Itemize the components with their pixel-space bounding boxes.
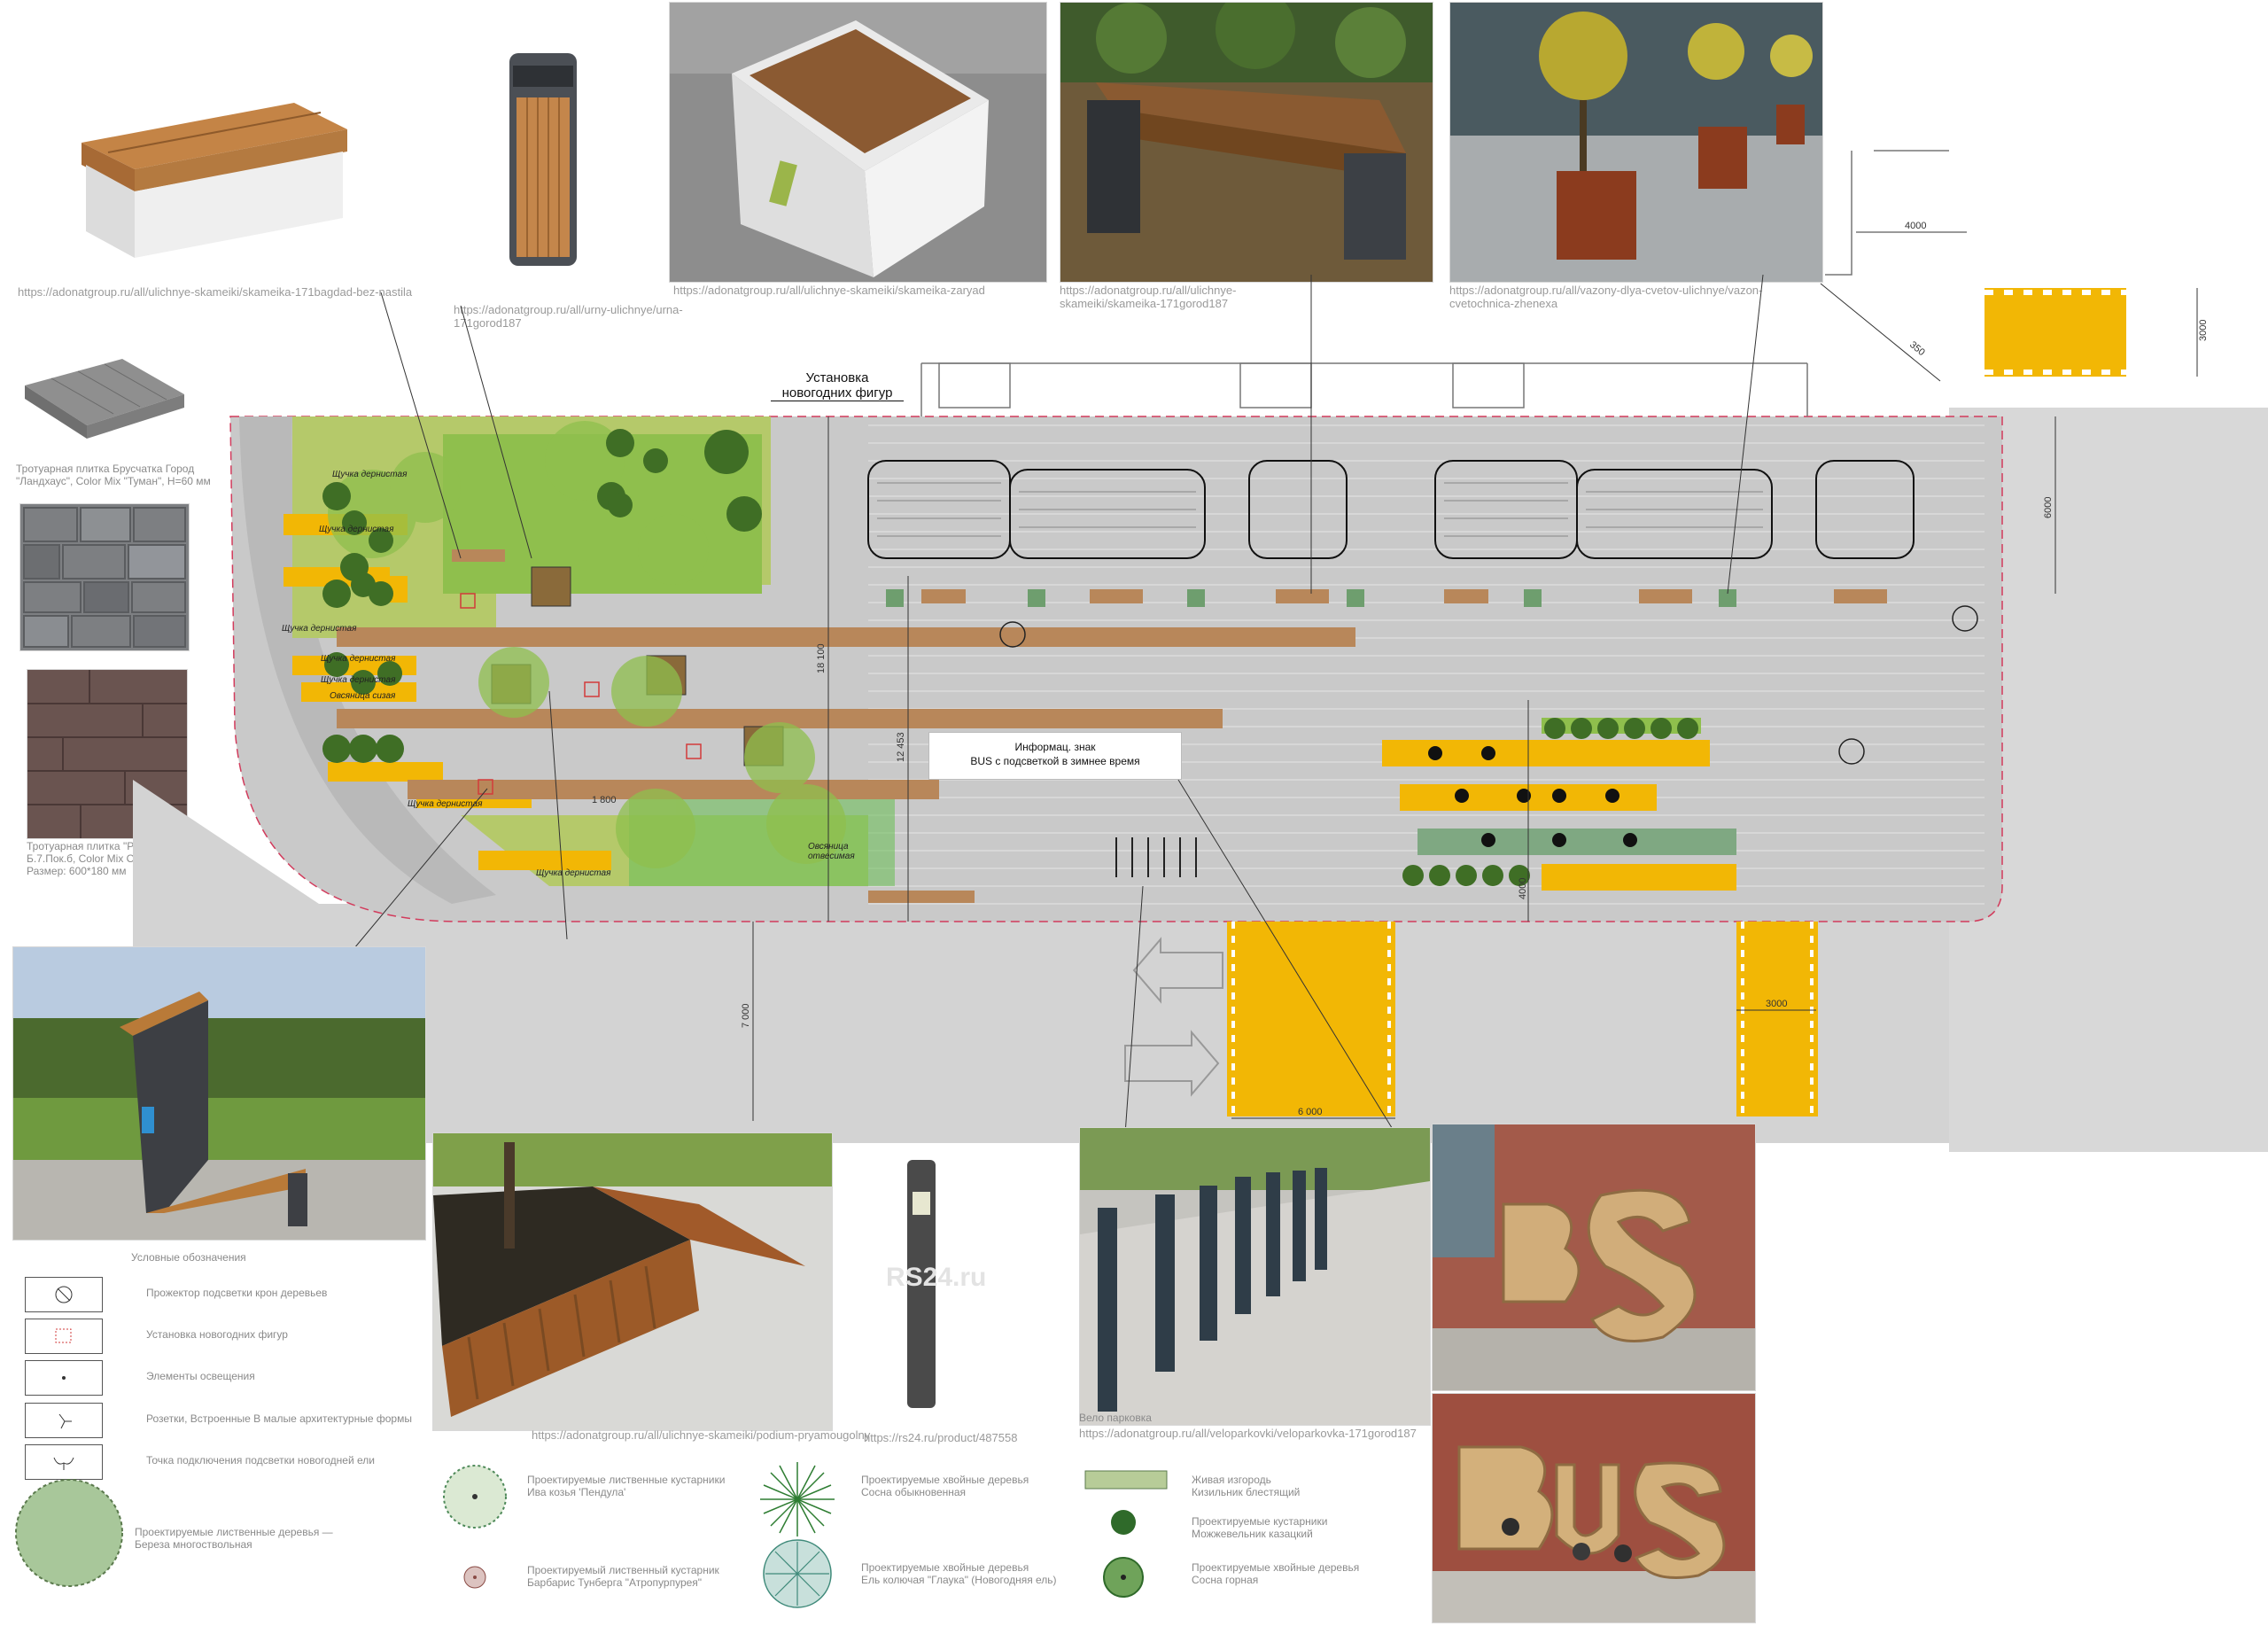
dim-3000-top: 3000 [2198, 320, 2209, 341]
grass-label-2: Щучка дернистая [319, 525, 394, 534]
legend-hedge-text: Живая изгородь Кизильник блестящий [1192, 1474, 1301, 1498]
barberry-icon [463, 1566, 486, 1589]
legend-symbol-connect [25, 1444, 103, 1480]
spruce-icon [763, 1539, 832, 1608]
legend-barberry-text: Проектируемый лиственный кустарник Барба… [527, 1564, 719, 1589]
buildings [920, 150, 1949, 416]
legend-plant-symbols [15, 1462, 1168, 1608]
photo-bench-white [11, 5, 365, 280]
grass-label-5: Щучка дернистая [321, 675, 396, 685]
deciduous-tree-icon [15, 1479, 123, 1587]
trees [328, 421, 846, 868]
juniper-icon [1111, 1510, 1136, 1535]
dim-350: 350 [1907, 339, 1927, 358]
photo-trash-bin-url[interactable]: https://adonatgroup.ru/all/urny-ulichnye… [454, 303, 683, 330]
grass-label-1: Щучка дернистая [332, 470, 408, 479]
legend-mountain-pine-text: Проектируемые хвойные деревья Сосна горн… [1192, 1561, 1360, 1586]
legend-symbol-floodlight [25, 1277, 103, 1312]
pine-icon [760, 1462, 835, 1537]
figure-markers [460, 593, 702, 795]
crosswalks [1227, 922, 1818, 1116]
photo-podium-bench [432, 1132, 833, 1431]
dim-7000: 7 000 [741, 1003, 751, 1028]
photo-bus-letters-2 [1432, 1393, 1756, 1623]
dim-6000-bottom: 6 000 [1298, 1107, 1323, 1117]
dim-1800: 1 800 [592, 795, 617, 805]
deciduous-shrub-icon [443, 1465, 507, 1529]
photo-bench-white-url[interactable]: https://adonatgroup.ru/all/ulichnye-skam… [18, 285, 413, 299]
grass-label-4: Щучка дернистая [321, 654, 396, 664]
legend-floodlight-text: Прожектор подсветки крон деревьев [146, 1287, 328, 1299]
photo-paving-tile-1-caption: Тротуарная плитка Брусчатка Город "Ландх… [16, 463, 211, 487]
mountain-pine-icon [1103, 1557, 1144, 1598]
pavilion-hatch [877, 482, 1763, 537]
road-arrows [1124, 937, 1223, 1097]
legend-connect-text: Точка подключения подсветки новогодней е… [146, 1454, 375, 1467]
dim-18100: 18 100 [816, 643, 827, 673]
legend-symbol-lighting [25, 1360, 103, 1396]
photo-cube-seat [669, 2, 1047, 283]
legend-juniper-text: Проектируемые кустарники Можжевельник ка… [1192, 1515, 1328, 1540]
photo-planters-url[interactable]: https://adonatgroup.ru/all/vazony-dlya-c… [1449, 284, 1763, 310]
photo-bollard-light-url[interactable]: https://rs24.ru/product/487558 [864, 1431, 1018, 1444]
stop-furniture [886, 589, 1887, 607]
legend-socket-text: Розетки, Встроенные В малые архитектурны… [146, 1412, 412, 1425]
photo-trash-bin [492, 35, 598, 279]
dim-6000-right: 6000 [2043, 497, 2054, 518]
info-sign: Информац. знак BUS с подсветкой в зимнее… [928, 732, 1182, 780]
legend-spruce-text: Проектируемые хвойные деревья Ель колюча… [861, 1561, 1057, 1586]
bus-pavilions [867, 460, 1915, 559]
dim-4000: 4000 [1905, 221, 1926, 231]
legend-pine-text: Проектируемые хвойные деревья Сосна обык… [861, 1474, 1029, 1498]
photo-bike-rack [1079, 1127, 1431, 1426]
grass-label-6: Щучка дернистая [408, 799, 483, 809]
grass-label-7: Овсяница сизая [330, 691, 396, 701]
photo-podium-bench-url[interactable]: https://adonatgroup.ru/all/ulichnye-skam… [532, 1428, 871, 1442]
photo-paving-texture [19, 503, 190, 651]
photo-cube-seat-url[interactable]: https://adonatgroup.ru/all/ulichnye-skam… [673, 284, 985, 297]
photo-bus-letters-1 [1432, 1124, 1756, 1391]
grass-label-8: Щучка дернистая [536, 868, 611, 878]
dim-4000-b: 4000 [1518, 878, 1528, 899]
parking-yellow [1984, 288, 2126, 377]
legend-symbol-figures [25, 1319, 103, 1354]
dim-12453: 12 453 [896, 732, 906, 762]
gravel-edge [239, 416, 496, 904]
photo-bench-dark [1060, 2, 1433, 283]
legend-deciduous-tree-text: Проектируемые лиственные деревья — Берез… [135, 1526, 333, 1551]
grass-label-3: Щучка дернистая [282, 624, 357, 634]
watermark: RS24.ru [886, 1263, 987, 1292]
hedge-icon [1084, 1470, 1168, 1490]
photo-bollard-light [895, 1156, 948, 1413]
legend-symbol-socket [25, 1403, 103, 1438]
legend-figures-text: Установка новогодних фигур [146, 1328, 288, 1341]
bike-racks [1115, 837, 1197, 877]
photo-bike-rack-url[interactable]: https://adonatgroup.ru/all/veloparkovki/… [1079, 1427, 1417, 1440]
photo-bench-dark-url[interactable]: https://adonatgroup.ru/all/ulichnye- ska… [1060, 284, 1237, 310]
legend-deciduous-shrub-text: Проектируемые лиственные кустарники Ива … [527, 1474, 726, 1498]
photo-bike-rack-caption: Вело парковка [1079, 1412, 1152, 1424]
shrubs [322, 429, 762, 763]
new-year-figures-label: Установка новогодних фигур [771, 370, 904, 401]
legend-title: Условные обозначения [131, 1251, 246, 1264]
dim-3000-bottom: 3000 [1766, 999, 1787, 1009]
photo-lounger [12, 946, 426, 1241]
oats-label: Овсяница отвесимая [808, 842, 855, 861]
legend-lighting-text: Элементы освещения [146, 1370, 255, 1382]
photo-paving-tile-1 [16, 350, 193, 452]
photo-planters [1449, 2, 1823, 283]
